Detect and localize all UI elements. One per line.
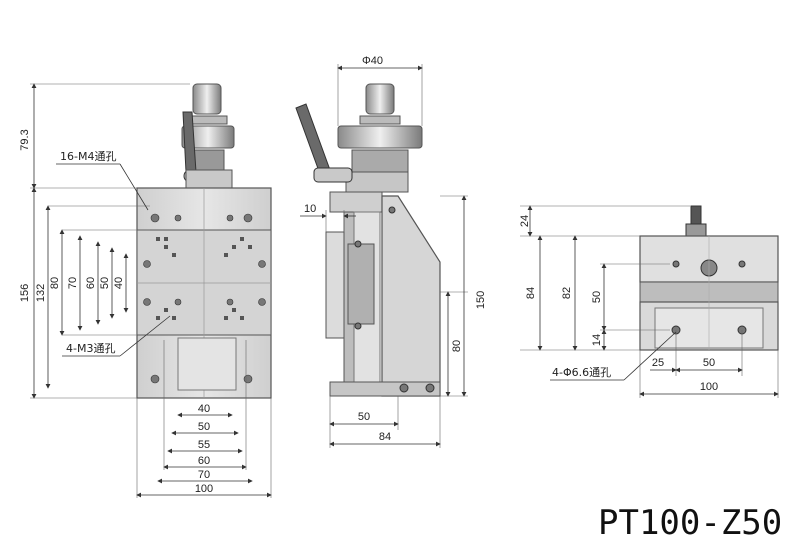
callout-m4-holes: 16-M4通孔 (60, 150, 116, 163)
dim-25: 25 (652, 357, 664, 369)
dim-132: 132 (35, 284, 47, 302)
top-view: 24 84 82 50 14 25 50 100 4-Φ6.6通孔 (519, 205, 779, 398)
callout-m3-holes: 4-M3通孔 (66, 342, 115, 355)
dim-bottom-50: 50 (198, 421, 210, 433)
side-view: Φ40 10 150 80 50 84 (295, 55, 487, 448)
dim-70: 70 (67, 277, 79, 289)
dim-50-top: 50 (591, 291, 603, 303)
callout-mounting-holes: 4-Φ6.6通孔 (552, 366, 611, 379)
dim-bottom-70: 70 (198, 469, 210, 481)
dim-156: 156 (19, 284, 31, 302)
dim-10: 10 (304, 203, 316, 215)
dim-bottom-100: 100 (195, 483, 213, 495)
dim-80-side: 80 (451, 340, 463, 352)
dim-24: 24 (519, 215, 531, 227)
dim-diameter-40: Φ40 (362, 55, 383, 67)
dim-84-side: 84 (379, 431, 391, 443)
model-title: PT100-Z50 (598, 503, 782, 543)
dim-150: 150 (475, 291, 487, 309)
dim-14: 14 (591, 334, 603, 346)
front-view: 79.3 156 132 80 70 60 50 40 16-M4通孔 4-M3… (19, 83, 272, 498)
dim-80: 80 (49, 277, 61, 289)
dim-84-top: 84 (525, 287, 537, 299)
dim-50-top-h: 50 (703, 357, 715, 369)
dim-50-side: 50 (358, 411, 370, 423)
dim-bottom-60: 60 (198, 455, 210, 467)
dim-50: 50 (99, 277, 111, 289)
dim-79-3: 79.3 (19, 129, 31, 150)
dim-bottom-40: 40 (198, 403, 210, 415)
dim-82: 82 (561, 287, 573, 299)
dim-100-top: 100 (700, 381, 718, 393)
dim-bottom-55: 55 (198, 439, 210, 451)
dim-40: 40 (113, 277, 125, 289)
dim-60: 60 (85, 277, 97, 289)
